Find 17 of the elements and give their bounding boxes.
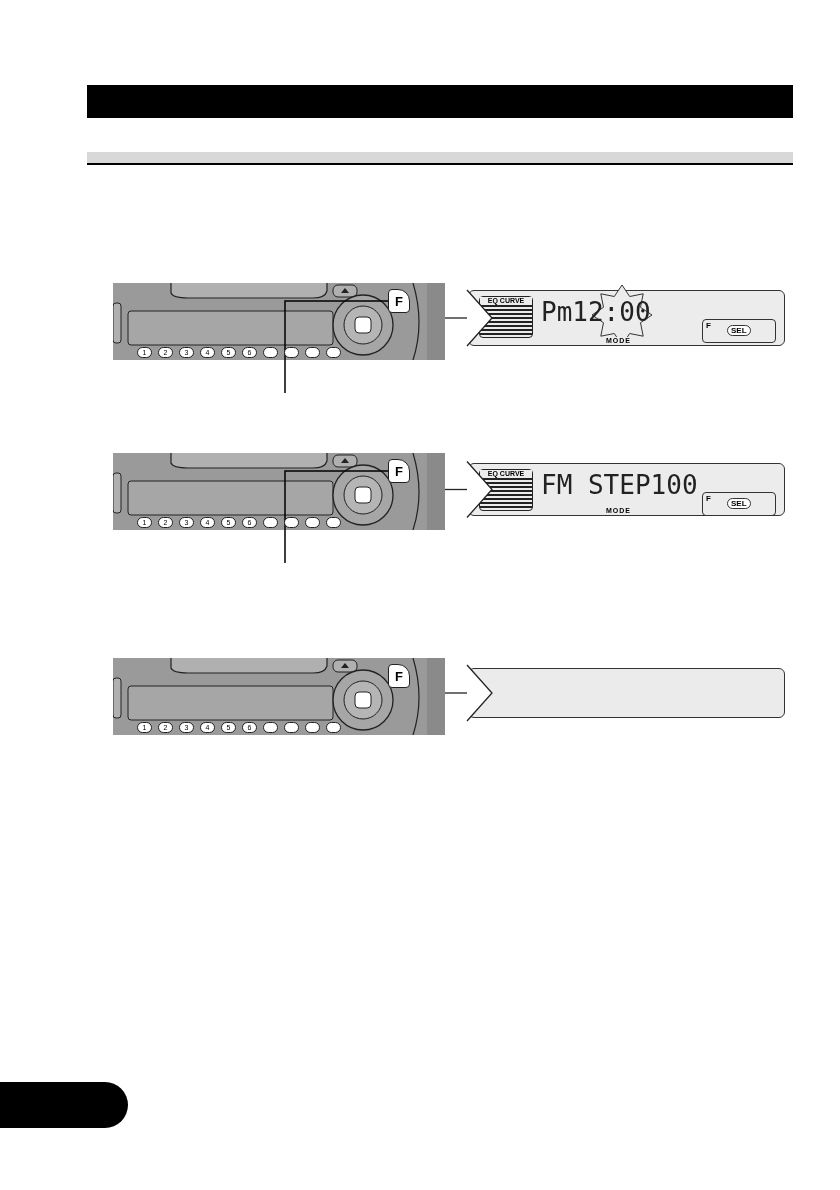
- leader-line: [284, 470, 389, 564]
- function-button: F: [388, 664, 410, 688]
- display-text: FM STEP100: [541, 470, 698, 500]
- function-indicator: F: [706, 494, 711, 503]
- section-bar: [87, 152, 793, 165]
- page-number-tab: [0, 1082, 128, 1128]
- lcd-display: [468, 463, 785, 516]
- chevron-arrow: [444, 289, 493, 347]
- title-bar: [87, 85, 793, 118]
- leader-line: [284, 300, 389, 394]
- select-indicator: SEL: [727, 498, 751, 509]
- function-button: F: [388, 289, 410, 313]
- function-button: F: [388, 459, 410, 483]
- chevron-arrow: [444, 460, 493, 519]
- select-indicator: SEL: [727, 325, 751, 336]
- function-indicator: F: [706, 321, 711, 330]
- chevron-arrow: [444, 664, 493, 722]
